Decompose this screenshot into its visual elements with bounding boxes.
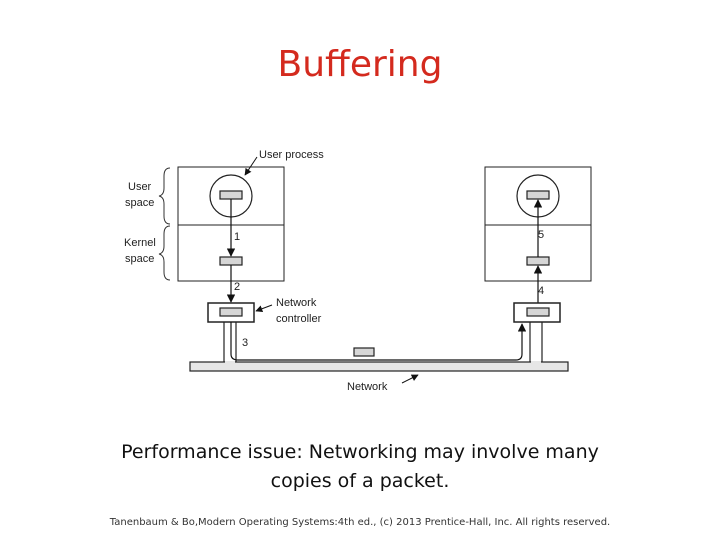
receiver-user-buffer	[526, 190, 550, 200]
step-number-1: 1	[234, 231, 240, 243]
sender-controller-buffer	[219, 307, 243, 317]
receiver-host	[484, 166, 592, 303]
sender-kernel-buffer	[219, 256, 243, 266]
kernel-space-label-line2: space	[125, 253, 154, 265]
copy-arrow-3	[230, 322, 527, 361]
packet-on-network	[353, 347, 375, 357]
receiver-controller-buffer	[526, 307, 550, 317]
network-controller-label-line1: Network	[276, 297, 317, 309]
receiver-network-controller	[513, 302, 561, 362]
slide-title: Buffering	[277, 44, 443, 85]
receiver-kernel-buffer	[526, 256, 550, 266]
user-space-label-line2: space	[125, 197, 154, 209]
sender-host	[177, 166, 285, 303]
kernel-space-label-line1: Kernel	[124, 237, 156, 249]
network-controller-pointer	[255, 304, 273, 313]
user-process-pointer	[244, 156, 258, 176]
network-label: Network	[347, 381, 388, 393]
user-process-label: User process	[259, 149, 324, 161]
step-number-3: 3	[242, 337, 248, 349]
slide-caption: Performance issue: Networking may involv…	[121, 441, 599, 492]
network-cable	[189, 347, 569, 372]
slide-footer: Tanenbaum & Bo,Modern Operating Systems:…	[109, 517, 611, 528]
sender-network-controller	[207, 302, 255, 362]
step-number-5: 5	[538, 229, 544, 241]
user-space-label-line1: User	[128, 181, 152, 193]
step-number-4: 4	[538, 285, 544, 297]
kernel-space-brace	[158, 225, 171, 281]
user-space-brace	[158, 167, 171, 225]
network-controller-label-line2: controller	[276, 313, 322, 325]
sender-user-buffer	[219, 190, 243, 200]
step-number-2: 2	[234, 281, 240, 293]
network-pointer	[401, 374, 419, 384]
